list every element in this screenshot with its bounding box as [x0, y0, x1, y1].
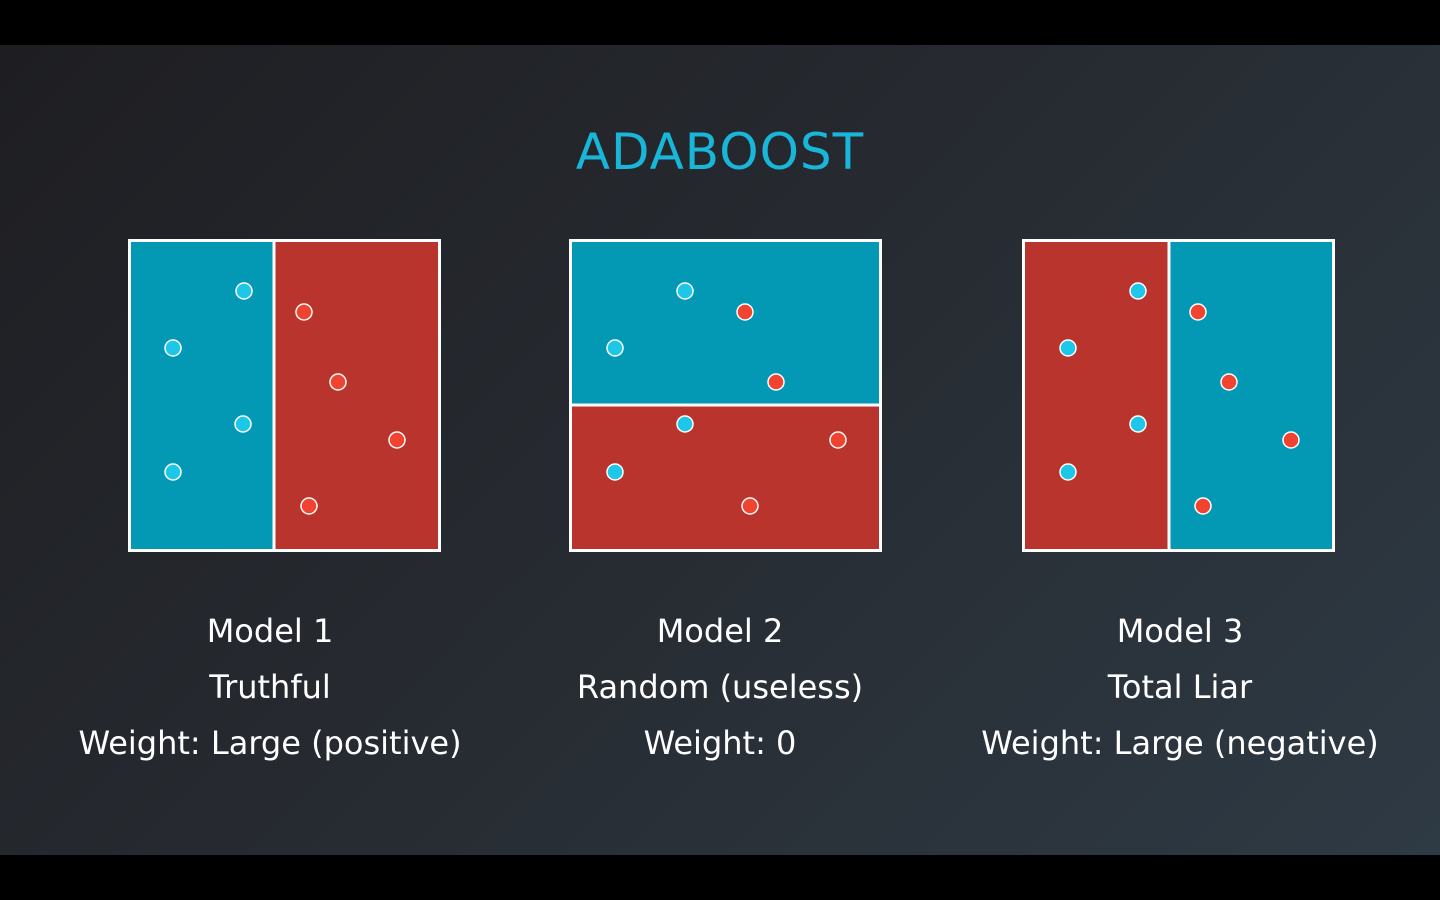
model-3-weight: Weight: Large (negative): [981, 724, 1379, 762]
model-1-diagram: [128, 239, 441, 552]
model-2-blue-point: [676, 415, 694, 433]
model-3-red-point: [1220, 373, 1238, 391]
model-2-blue-point: [676, 282, 694, 300]
model-3-diagram: [1022, 239, 1335, 552]
model-2-border: [569, 239, 882, 552]
model-1-red-point: [300, 497, 318, 515]
model-2-red-point: [741, 497, 759, 515]
model-2-diagram: [569, 239, 882, 552]
model-1-caption: Model 1 Truthful Weight: Large (positive…: [50, 603, 490, 771]
model-3-blue-point: [1129, 282, 1147, 300]
model-1-blue-point: [234, 415, 252, 433]
model-3-region-red: [1024, 241, 1169, 550]
model-1-blue-point: [164, 339, 182, 357]
model-2-caption: Model 2 Random (useless) Weight: 0: [500, 603, 940, 771]
model-2-weight: Weight: 0: [643, 724, 797, 762]
model-1-blue-point: [164, 463, 182, 481]
model-2-red-point: [829, 431, 847, 449]
model-1-region-blue: [130, 241, 274, 550]
model-2-red-point: [767, 373, 785, 391]
model-3-name: Model 3: [1116, 612, 1244, 650]
model-1-description: Truthful: [209, 668, 331, 706]
model-3-description: Total Liar: [1107, 668, 1253, 706]
model-2-region-red: [571, 405, 880, 550]
slide: ADABOOST: [0, 45, 1440, 855]
model-2-red-point: [736, 303, 754, 321]
model-1-blue-point: [235, 282, 253, 300]
model-1-name: Model 1: [206, 612, 334, 650]
model-3-blue-point: [1129, 415, 1147, 433]
model-1-weight: Weight: Large (positive): [78, 724, 462, 762]
model-2-description: Random (useless): [576, 668, 864, 706]
model-3-border: [1022, 239, 1335, 552]
model-3-blue-point: [1059, 463, 1077, 481]
model-3-region-blue: [1169, 241, 1333, 550]
model-2-region-blue: [571, 241, 880, 405]
model-1-red-point: [329, 373, 347, 391]
model-3-caption: Model 3 Total Liar Weight: Large (negati…: [960, 603, 1400, 771]
model-2-blue-point: [606, 463, 624, 481]
model-2-name: Model 2: [656, 612, 784, 650]
model-1-border: [128, 239, 441, 552]
slide-title: ADABOOST: [575, 123, 865, 181]
model-3-blue-point: [1059, 339, 1077, 357]
model-1-red-point: [388, 431, 406, 449]
model-3-red-point: [1189, 303, 1207, 321]
model-1-red-point: [295, 303, 313, 321]
model-3-red-point: [1282, 431, 1300, 449]
model-1-region-red: [274, 241, 439, 550]
model-2-blue-point: [606, 339, 624, 357]
model-3-red-point: [1194, 497, 1212, 515]
